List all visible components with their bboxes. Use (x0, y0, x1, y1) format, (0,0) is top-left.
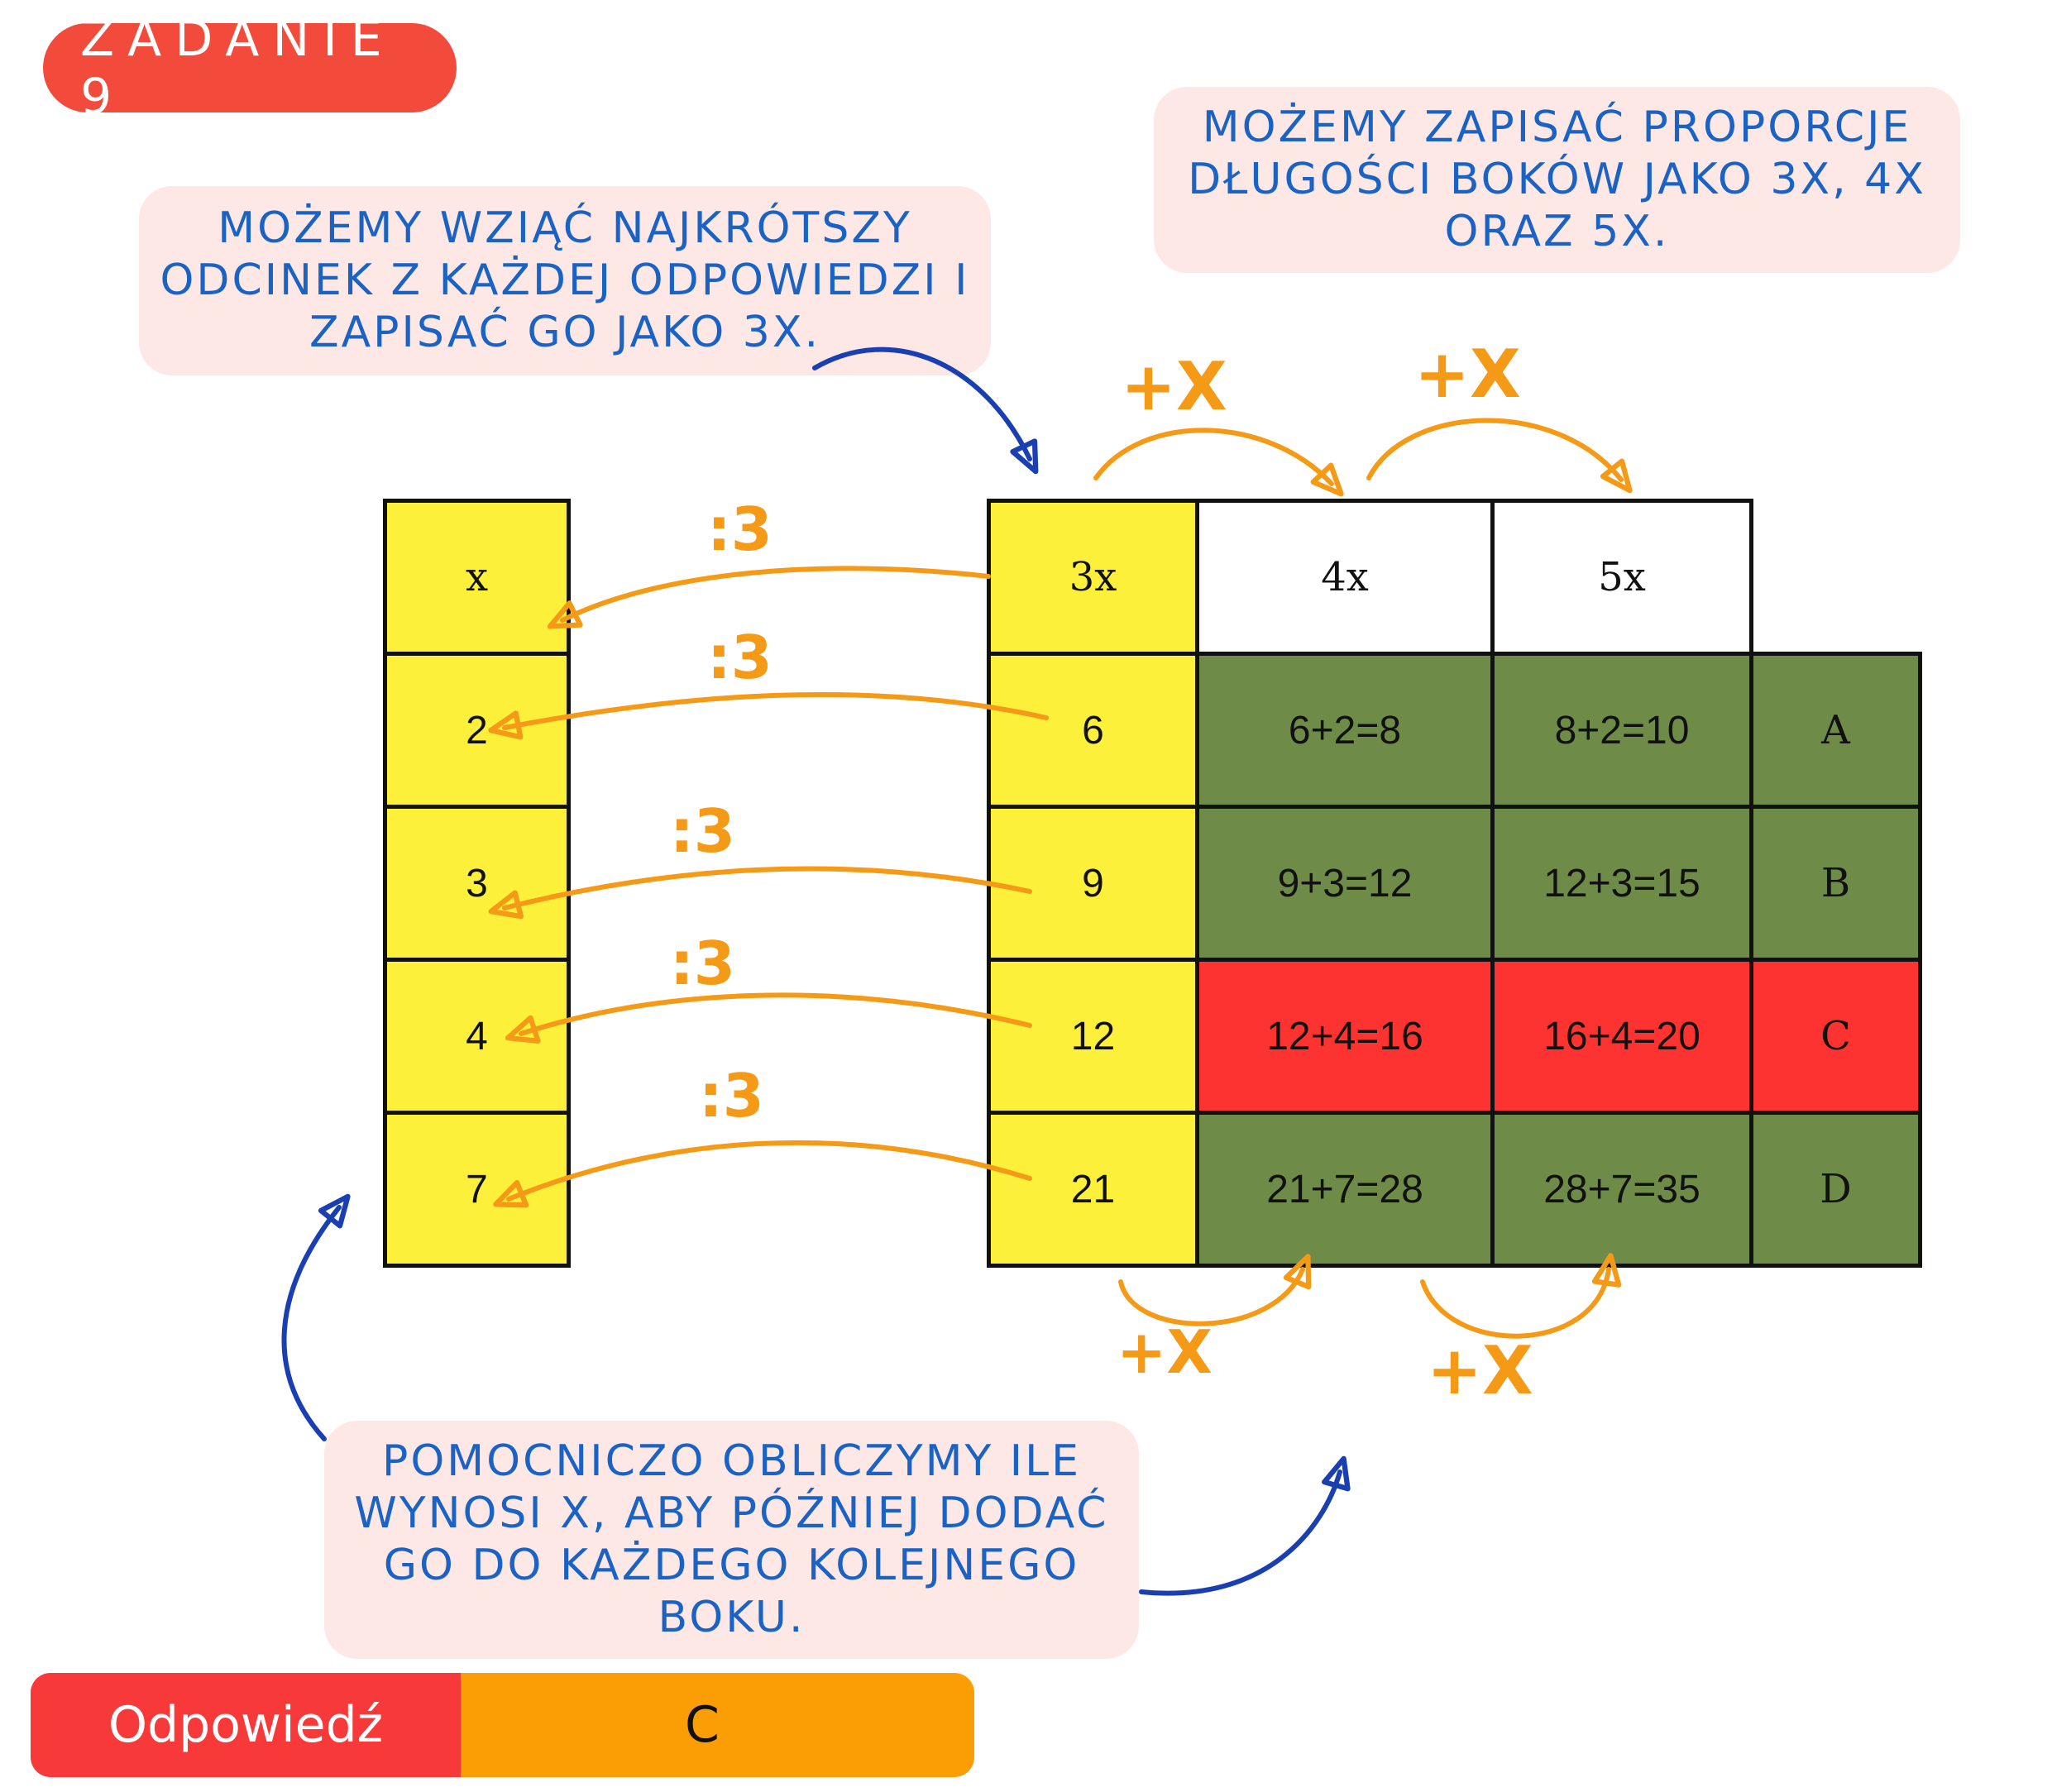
plus-x-arrow (1420, 1253, 1622, 1339)
option-label: B (1749, 805, 1922, 962)
note-arrow (812, 346, 1039, 475)
plus-x-label: +X (1414, 336, 1521, 413)
plus-x-arrow (1118, 1254, 1312, 1326)
note-arrow (281, 1193, 351, 1441)
x-cell: 3 (383, 805, 571, 962)
divide-arrow (493, 1140, 1032, 1208)
divide-arrow (488, 866, 1032, 920)
note-proportions: MOŻEMY ZAPISAĆ PROPORCJE DŁUGOŚCI BOKÓW … (1154, 87, 1960, 273)
note-line: BOKU. (658, 1593, 806, 1642)
option-label: D (1749, 1111, 1922, 1268)
note-line: ORAZ 5X. (1444, 207, 1670, 256)
plus-x-arrow (1093, 428, 1344, 497)
note-compute-x: POMOCNICZO OBLICZYMY ILE WYNOSI X, ABY P… (324, 1421, 1139, 1659)
title-text: ZADANIE 9 (80, 10, 395, 126)
note-line: GO DO KAŻDEGO KOLEJNEGO (383, 1541, 1080, 1590)
divide-arrow (488, 691, 1049, 740)
title-badge: ZADANIE 9 (43, 10, 457, 126)
plus-x-label: +X (1427, 1332, 1533, 1409)
note-line: WYNOSI X, ABY PÓŹNIEJ DODAĆ (354, 1489, 1109, 1538)
divide-arrow (547, 566, 991, 629)
note-shortest-side: MOŻEMY WZIĄĆ NAJKRÓTSZY ODCINEK Z KAŻDEJ… (139, 186, 991, 375)
note-line: POMOCNICZO OBLICZYMY ILE (382, 1436, 1081, 1486)
divide-label: :3 (707, 495, 772, 564)
divide-arrow (505, 992, 1032, 1044)
note-arrow (1139, 1455, 1351, 1596)
divide-label: :3 (707, 623, 772, 692)
note-line: ZAPISAĆ GO JAKO 3X. (309, 308, 821, 357)
answer-value-text: C (685, 1696, 720, 1754)
answer-label-text: Odpowiedź (108, 1696, 384, 1754)
note-line: DŁUGOŚCI BOKÓW JAKO 3X, 4X (1188, 155, 1926, 204)
side5-cell: 16+4=20 (1490, 958, 1753, 1115)
divide-label: :3 (670, 929, 735, 998)
side5-cell: 8+2=10 (1490, 652, 1753, 809)
answer-value: C (430, 1673, 974, 1777)
plus-x-label: +X (1121, 348, 1227, 425)
divide-label: :3 (670, 796, 735, 866)
x-cell-header: x (383, 499, 571, 656)
base-cell: 21 (987, 1111, 1199, 1268)
answer-label: Odpowiedź (31, 1673, 461, 1777)
note-line: MOŻEMY ZAPISAĆ PROPORCJE (1202, 103, 1912, 152)
base-cell: 9 (987, 805, 1199, 962)
plus-x-label: +X (1117, 1317, 1213, 1387)
note-line: ODCINEK Z KAŻDEJ ODPOWIEDZI I (160, 256, 970, 305)
side5-cell: 28+7=35 (1490, 1111, 1753, 1268)
side4-cell: 6+2=8 (1195, 652, 1495, 809)
x-cell: 2 (383, 652, 571, 809)
divide-label: :3 (699, 1061, 764, 1130)
note-line: MOŻEMY WZIĄĆ NAJKRÓTSZY (218, 203, 912, 253)
side4-cell: 12+4=16 (1195, 958, 1495, 1115)
base-cell: 6 (987, 652, 1199, 809)
option-label: C (1749, 958, 1922, 1115)
plus-x-arrow (1366, 418, 1633, 494)
